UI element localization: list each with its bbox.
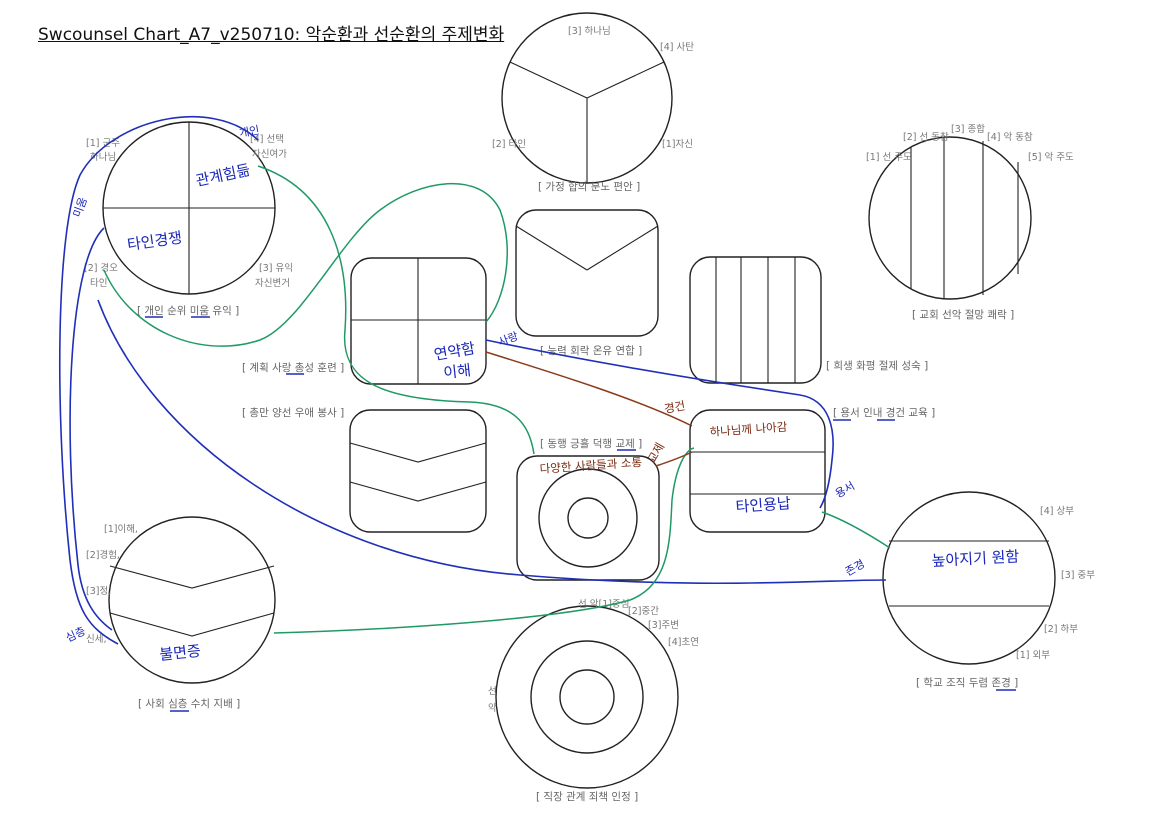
blue-path-to-forgive <box>485 339 834 509</box>
label-f3: [2] 하부 <box>1044 623 1078 635</box>
label-g6: 악 <box>488 702 497 714</box>
box-forgive <box>689 409 826 533</box>
label-b2: [4] 사탄 <box>660 42 694 53</box>
hw-h13: 용서 <box>833 479 857 500</box>
label-a8: 자신변거 <box>255 278 290 289</box>
label-a6: 타인 <box>90 278 107 289</box>
caption-c11: [ 학교 조직 두렴 존경 ] <box>916 676 1018 689</box>
circle-school <box>882 491 1056 665</box>
label-f2: [3] 중부 <box>1061 570 1095 581</box>
hw-h9: 교제 <box>644 440 667 465</box>
hw-h12: 타인용납 <box>735 494 792 516</box>
label-a7: [3] 유익 <box>259 262 293 274</box>
label-f4: [1] 외부 <box>1016 649 1050 661</box>
label-d2: [2] 선 동참 <box>903 132 949 143</box>
hw-h8: 다양한 사람들과 소통 <box>539 455 642 476</box>
circle-society <box>108 516 276 684</box>
label-g3: [3]주변 <box>648 620 679 631</box>
blue-path-to-school <box>97 299 887 585</box>
box-companion <box>516 455 660 581</box>
hw-h11: 하나님께 나아감 <box>709 420 788 439</box>
box-fullness <box>349 409 487 533</box>
hw-h1: 관계힘듦 <box>194 161 252 190</box>
caption-c7: [ 총만 양선 우애 봉사 ] <box>242 407 344 419</box>
brown-path-fellowship <box>655 451 693 467</box>
caption-c10: [ 사회 심층 수치 지배 ] <box>138 698 240 710</box>
caption-c1: [ 개인 순위 미움 유익 ] <box>137 304 239 317</box>
caption-c9: [ 용서 인내 경건 교육 ] <box>833 406 935 419</box>
label-g5: 선 <box>488 686 497 697</box>
hw-h2: 타인경쟁 <box>126 228 183 254</box>
label-d3: [4] 악 동참 <box>987 131 1033 143</box>
brown-path-godliness <box>485 351 693 427</box>
green-loop <box>257 165 535 455</box>
label-f1: [4] 상부 <box>1040 506 1074 517</box>
label-b1: [3] 하나님 <box>568 25 611 37</box>
hw-h17: 불면증 <box>159 642 202 664</box>
hw-h10: 경건 <box>663 398 686 415</box>
label-g2: [2]중간 <box>628 606 659 617</box>
label-e4: 신세, <box>86 634 107 645</box>
label-a3: [4] 선택 <box>250 134 284 145</box>
box-sacrifice <box>689 256 822 384</box>
label-g4: [4]초연 <box>668 637 699 648</box>
label-g1: 선 악[1]중심 <box>578 598 629 610</box>
page-title: Swcounsel Chart_A7_v250710: 악순환과 선순환의 주제… <box>38 25 505 45</box>
label-a1: [1] 군주 <box>86 138 120 149</box>
label-d4: [1] 선 주도 <box>866 152 912 163</box>
label-e2: [2]경험, <box>86 549 120 561</box>
label-b3: [2] 타인 <box>492 139 526 150</box>
hw-h6: 이해 <box>443 361 472 382</box>
hw-h15: 존경 <box>843 557 867 578</box>
circle-individual <box>102 121 276 295</box>
caption-c8: [ 동행 긍휼 덕행 교제 ] <box>540 437 642 450</box>
green-path-society <box>273 447 695 634</box>
label-d5: [5] 악 주도 <box>1028 151 1074 163</box>
circle-workplace <box>495 605 679 789</box>
caption-c2: [ 가정 합의 분노 편안 ] <box>538 180 640 193</box>
green-loop-back <box>103 182 509 347</box>
hw-h5: 연약함 <box>433 339 477 364</box>
caption-c4: [ 계획 사랑 총성 훈련 ] <box>242 361 344 374</box>
circle-family <box>501 12 673 184</box>
caption-c5: [ 능력 회락 온유 연합 ] <box>540 345 642 357</box>
label-d1: [3] 종합 <box>951 124 985 135</box>
caption-c12: [ 직장 관계 죄책 인정 ] <box>536 791 638 803</box>
label-e1: [1]이해, <box>104 523 138 535</box>
blue-path-left <box>58 115 259 645</box>
hw-h4: 미움 <box>71 196 90 219</box>
blue-path-left-inner <box>69 227 113 631</box>
label-a5: [2] 경오 <box>84 262 118 274</box>
label-e3: [3]정, <box>86 586 111 597</box>
green-path-school <box>821 511 891 549</box>
caption-c6: [ 희생 화평 절제 성숙 ] <box>826 359 928 372</box>
box-ability <box>515 209 659 337</box>
caption-c3: [ 교회 선악 절망 쾌락 ] <box>912 308 1014 321</box>
hw-h16: 심층 <box>64 624 88 644</box>
label-b4: [1]자신 <box>662 139 693 150</box>
hw-h3: 개인 <box>238 124 260 140</box>
hw-h14: 높아지기 원함 <box>931 547 1020 570</box>
label-a4: 자신여가 <box>252 148 287 160</box>
circle-church <box>868 136 1032 300</box>
